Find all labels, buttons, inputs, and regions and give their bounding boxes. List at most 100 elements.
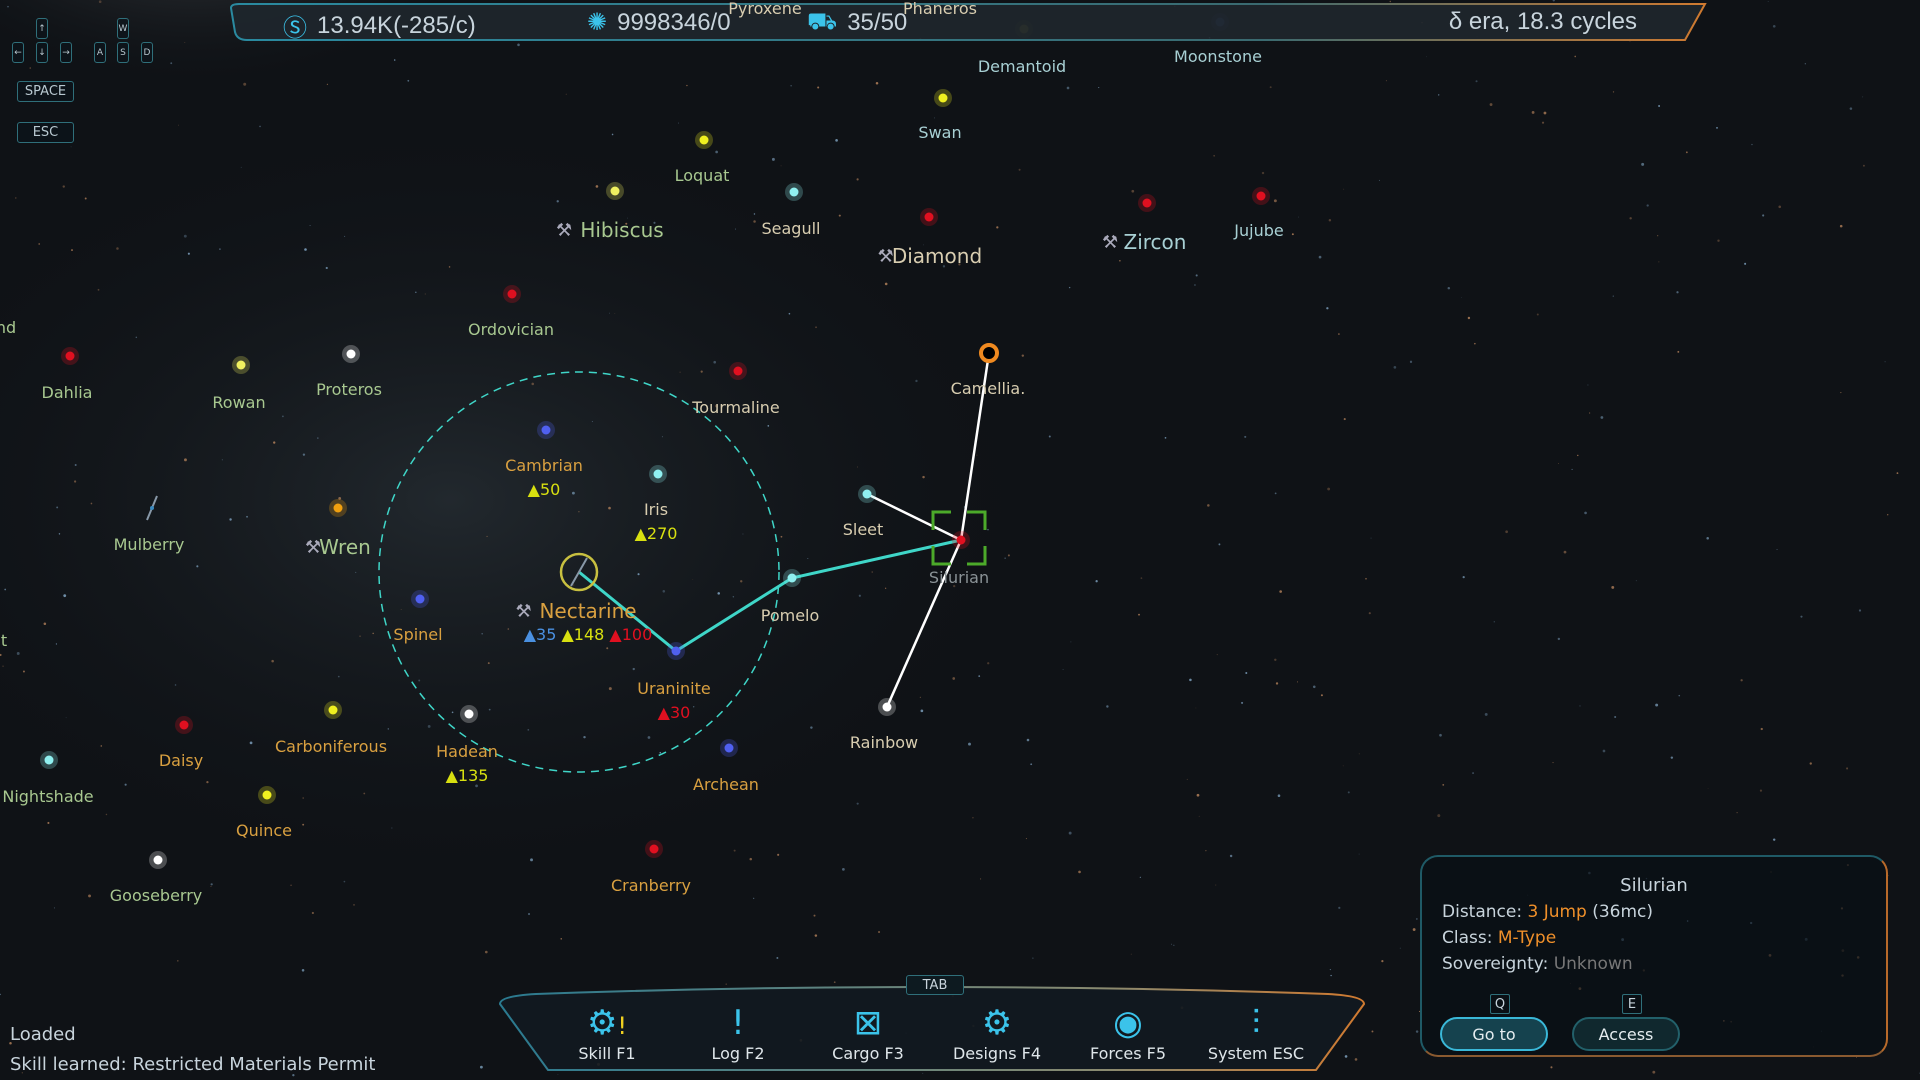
system-nightshade[interactable]: Nightshade <box>2 751 94 806</box>
background-star <box>1164 436 1167 439</box>
system-diamond[interactable]: ⚒Diamond <box>878 208 983 268</box>
background-star <box>813 914 816 917</box>
background-star <box>953 584 956 588</box>
star-icon <box>346 349 356 359</box>
star-icon <box>507 289 517 299</box>
system-quince[interactable]: Quince <box>236 786 292 840</box>
background-star <box>1467 316 1471 320</box>
nav-system[interactable]: ⫶System ESC <box>1196 1002 1316 1063</box>
system-t[interactable]: t <box>1 631 7 650</box>
system-swan[interactable]: Swan <box>918 89 962 142</box>
star-icon <box>236 360 246 370</box>
background-star <box>1032 957 1034 959</box>
background-star <box>196 565 199 568</box>
system-silurian[interactable]: Silurian <box>929 510 989 587</box>
background-star <box>1030 763 1033 766</box>
system-seagull[interactable]: Seagull <box>762 183 821 238</box>
nav-log[interactable]: !Log F2 <box>678 1002 798 1063</box>
sliders-icon: ⫶ <box>1251 1003 1261 1043</box>
system-proteros[interactable]: Proteros <box>316 345 382 399</box>
system-loquat[interactable]: Loquat <box>675 131 730 185</box>
system-dahlia[interactable]: Dahlia <box>42 347 93 402</box>
selection-bracket <box>931 510 987 566</box>
background-star <box>177 960 179 962</box>
background-star <box>178 124 180 126</box>
system-tourmaline[interactable]: Tourmaline <box>691 362 780 417</box>
background-star <box>1646 204 1649 207</box>
background-star <box>1098 86 1100 89</box>
background-star <box>856 802 859 805</box>
system-jujube[interactable]: Jujube <box>1233 187 1284 240</box>
system-spinel[interactable]: Spinel <box>393 590 443 644</box>
nav-designs[interactable]: ⚙Designs F4 <box>937 1002 1057 1063</box>
system-info-panel: Silurian Distance: 3 Jump (36mc) Class: … <box>1420 855 1888 1057</box>
system-cranberry[interactable]: Cranberry <box>611 840 691 895</box>
background-star <box>858 594 861 597</box>
background-star <box>838 214 841 217</box>
resource-blue: ▲35 <box>524 625 562 644</box>
background-star <box>560 938 562 940</box>
system-label: Demantoid <box>978 57 1066 76</box>
system-iris[interactable]: Iris▲270 <box>635 465 678 543</box>
resource-yellow: ▲135 <box>446 766 489 785</box>
bottom-nav-bar: ⚙!Skill F1 !Log F2 ⊠Cargo F3 ⚙Designs F4… <box>496 984 1368 1076</box>
background-star <box>1229 854 1233 858</box>
background-star <box>1447 286 1451 290</box>
background-star <box>1274 658 1277 662</box>
star-icon <box>1142 198 1152 208</box>
system-nectarine[interactable]: ⚒Nectarine▲35 ▲148 ▲100 <box>516 552 653 644</box>
sovereignty-label: Sovereignty: <box>1442 954 1549 974</box>
system-uraninite[interactable]: Uraninite▲30 <box>637 642 711 722</box>
star-icon <box>179 720 189 730</box>
system-daisy[interactable]: Daisy <box>159 716 203 770</box>
system-cambrian[interactable]: Cambrian▲50 <box>505 421 583 499</box>
background-star <box>578 511 580 513</box>
system-label: Swan <box>918 123 961 142</box>
system-label: Ordovician <box>468 320 554 339</box>
system-pomelo[interactable]: Pomelo <box>761 569 820 625</box>
system-gooseberry[interactable]: Gooseberry <box>110 851 203 905</box>
system-hadean[interactable]: Hadean▲135 <box>436 705 498 785</box>
background-star <box>1198 815 1200 817</box>
star-icon <box>699 135 709 145</box>
system-label: Silurian <box>929 568 989 587</box>
background-star <box>742 533 744 535</box>
key-a: A <box>94 42 106 63</box>
background-star <box>1557 637 1561 641</box>
background-star <box>1279 590 1283 593</box>
background-star <box>632 667 635 671</box>
system-archean[interactable]: Archean <box>693 739 759 794</box>
message-line: Loaded <box>10 1024 76 1045</box>
system-zircon[interactable]: ⚒Zircon <box>1102 194 1186 254</box>
nav-cargo[interactable]: ⊠Cargo F3 <box>808 1002 928 1063</box>
background-star <box>1312 685 1316 689</box>
system-mulberry[interactable]: Mulberry <box>114 495 185 554</box>
system-nd[interactable]: nd <box>0 318 16 337</box>
background-star <box>753 897 755 899</box>
system-sleet[interactable]: Sleet <box>843 485 884 539</box>
system-camellia[interactable]: Camellia. <box>951 343 1026 398</box>
background-star <box>1602 749 1606 753</box>
system-carboniferous[interactable]: Carboniferous <box>275 701 387 756</box>
nav-skill[interactable]: ⚙!Skill F1 <box>547 1002 667 1063</box>
system-rowan[interactable]: Rowan <box>212 356 266 412</box>
system-wren[interactable]: ⚒Wren <box>305 499 371 559</box>
background-star <box>70 146 72 148</box>
system-label: Wren <box>319 535 371 559</box>
system-ordovician[interactable]: Ordovician <box>468 285 554 339</box>
background-star <box>1066 86 1070 90</box>
goto-button[interactable]: Go to <box>1440 1017 1548 1051</box>
background-star <box>817 86 820 89</box>
background-star <box>835 139 838 142</box>
background-star <box>1505 530 1508 534</box>
system-rainbow[interactable]: Rainbow <box>850 698 918 752</box>
nav-forces[interactable]: ◉Forces F5 <box>1068 1002 1188 1063</box>
tab-key-hint[interactable]: TAB <box>906 975 964 995</box>
background-star <box>1381 959 1384 963</box>
system-hibiscus[interactable]: ⚒Hibiscus <box>556 182 664 242</box>
background-star <box>1261 171 1265 175</box>
background-star <box>1579 705 1581 707</box>
access-button[interactable]: Access <box>1572 1017 1680 1051</box>
hyperlane <box>866 492 962 542</box>
